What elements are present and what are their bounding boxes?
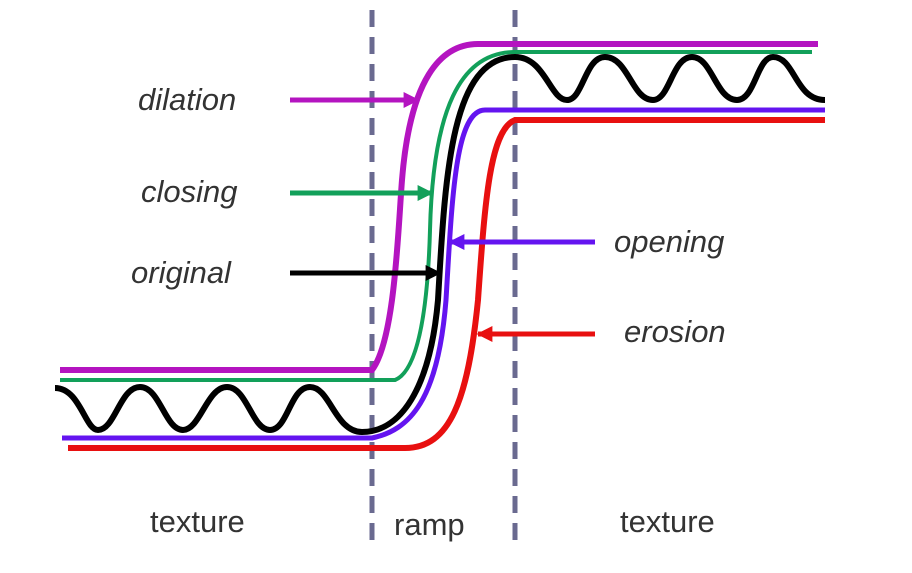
closing-curve bbox=[60, 50, 812, 382]
opening-curve bbox=[62, 107, 825, 441]
label-erosion: erosion bbox=[624, 314, 726, 349]
region-label-right-texture: texture bbox=[620, 504, 715, 539]
label-dilation: dilation bbox=[138, 82, 236, 117]
label-original: original bbox=[131, 255, 232, 290]
label-opening: opening bbox=[614, 224, 724, 259]
dilation-curve bbox=[60, 41, 818, 373]
label-closing: closing bbox=[141, 174, 238, 209]
region-label-left-texture: texture bbox=[150, 504, 245, 539]
erosion-curve bbox=[68, 117, 825, 451]
region-label-ramp: ramp bbox=[394, 507, 465, 542]
